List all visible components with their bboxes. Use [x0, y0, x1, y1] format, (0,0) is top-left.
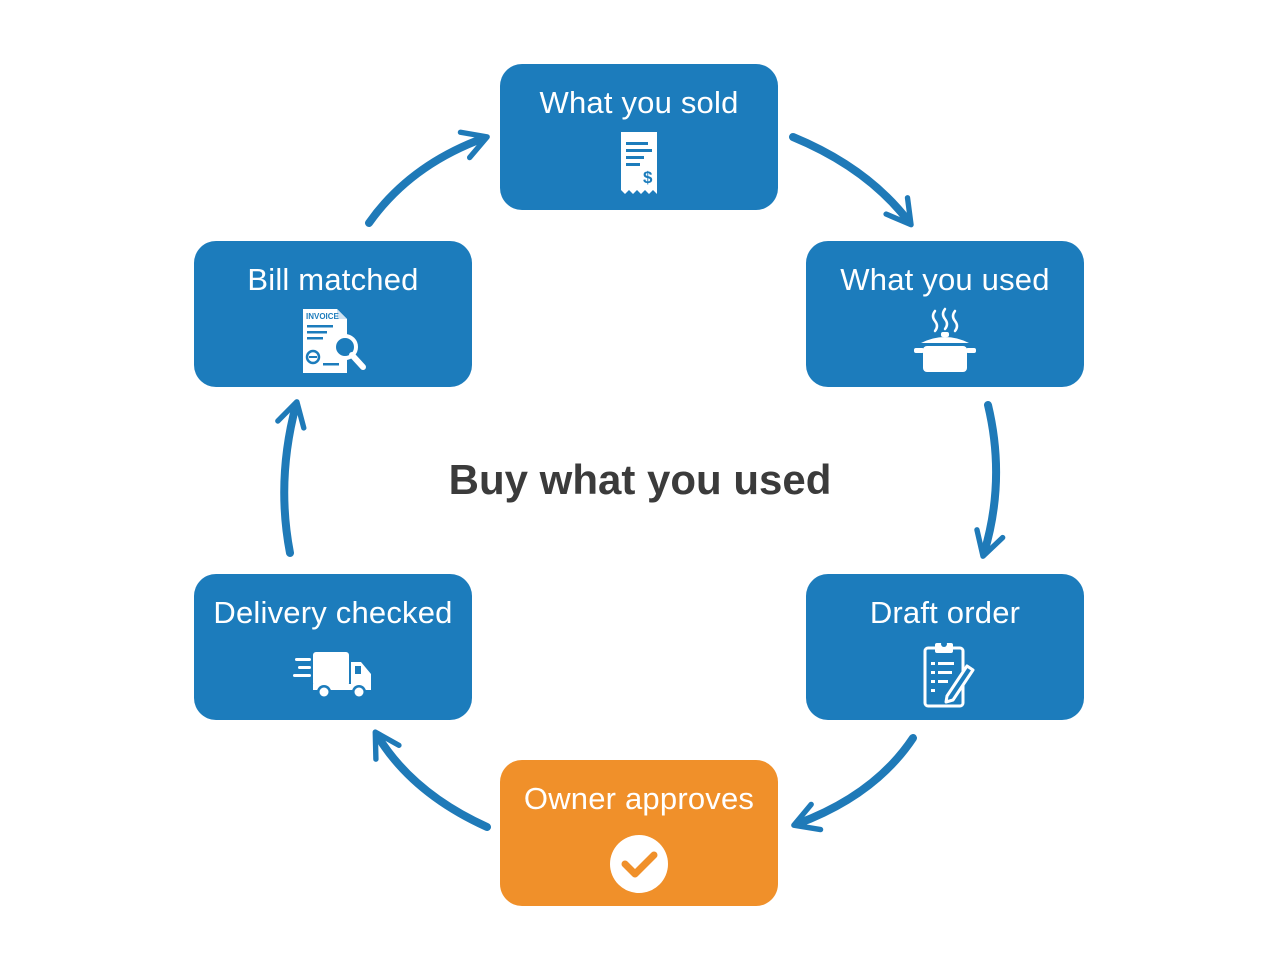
arrow-draft-to-owner	[791, 734, 917, 833]
step-delivery-checked: Delivery checked	[194, 574, 472, 720]
step-label: What you used	[840, 262, 1050, 297]
cooking-pot-icon	[905, 307, 985, 379]
center-title: Buy what you used	[448, 456, 832, 503]
step-draft-order: Draft order	[806, 574, 1084, 720]
step-what-you-sold: What you sold $	[500, 64, 778, 210]
invoice-search-icon: INVOICE	[293, 307, 373, 379]
step-bill-matched: Bill matched INVOICE	[194, 241, 472, 387]
step-label: Draft order	[869, 595, 1021, 630]
arrow-delivery-to-bill	[275, 399, 307, 557]
arrow-sold-to-used	[789, 133, 914, 228]
step-label: What you sold	[539, 85, 739, 120]
clipboard-checklist-icon	[905, 640, 985, 712]
arrow-used-to-draft	[974, 401, 1006, 559]
svg-text:$: $	[643, 168, 653, 187]
delivery-truck-icon	[293, 640, 373, 712]
arrow-owner-to-delivery	[372, 729, 491, 831]
receipt-icon: $	[599, 130, 679, 202]
step-label: Owner approves	[523, 781, 755, 816]
step-label: Bill matched	[247, 262, 419, 297]
arrow-bill-to-sold	[365, 129, 490, 227]
invoice-icon-text: INVOICE	[306, 312, 340, 321]
checkmark-circle-icon	[599, 826, 679, 898]
step-label: Delivery checked	[213, 595, 453, 630]
step-owner-approves: Owner approves	[500, 760, 778, 906]
step-what-you-used: What you used	[806, 241, 1084, 387]
